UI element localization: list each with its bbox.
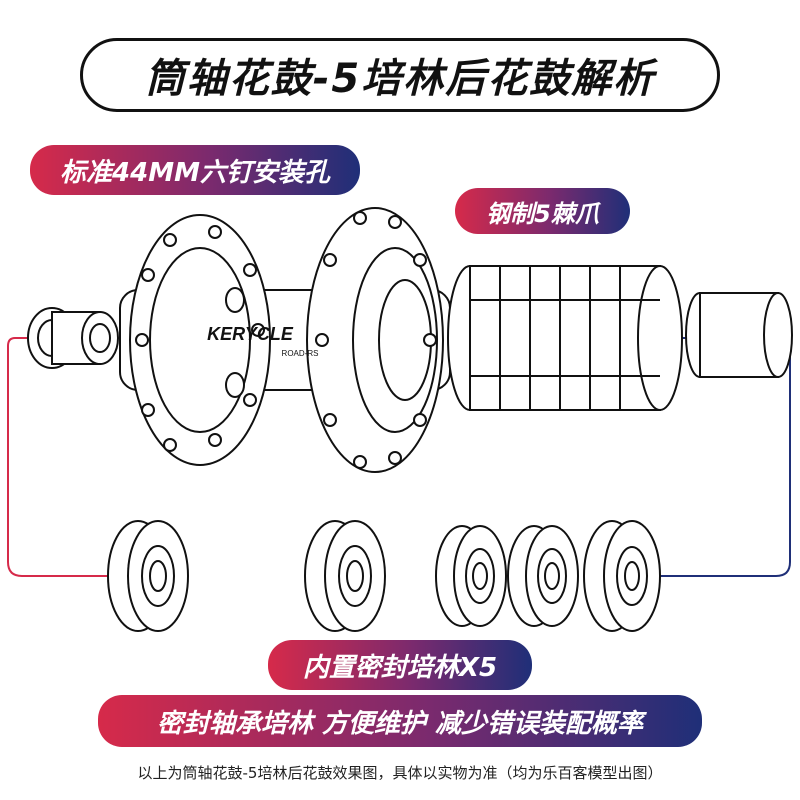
bearing-1 [107, 520, 189, 632]
page-title: 筒轴花鼓-5培林后花鼓解析 [144, 56, 656, 102]
footer-note: 以上为筒轴花鼓-5培林后花鼓效果图，具体以实物为准（均为乐百客模型出图） [137, 764, 663, 782]
steel-pawls-label: 钢制5棘爪 [455, 188, 630, 234]
mount-holes-label: 标准44MM六钉安装孔 [30, 145, 360, 195]
left-end-cap [27, 307, 119, 369]
right-flange [306, 207, 444, 473]
bearings-label: 内置密封培林X5 [268, 640, 532, 690]
hub-logo-model: ROAD-RS [282, 349, 319, 358]
right-end-cap [685, 292, 793, 378]
benefits-text: 密封轴承培林 方便维护 减少错误装配概率 [156, 708, 644, 739]
connector-left [7, 337, 145, 577]
freehub-body [447, 265, 683, 411]
bearings-text: 内置密封培林X5 [302, 652, 498, 683]
mount-holes-text: 标准44MM六钉安装孔 [60, 157, 330, 188]
left-flange [129, 214, 271, 466]
benefits-banner: 密封轴承培林 方便维护 减少错误装配概率 [98, 695, 702, 747]
steel-pawls-text: 钢制5棘爪 [486, 199, 599, 228]
bearing-3 [435, 525, 507, 627]
bearing-5 [583, 520, 661, 632]
hub-logo-brand: KERYCLE [207, 324, 294, 344]
bearing-2 [304, 520, 386, 632]
title-banner: 筒轴花鼓-5培林后花鼓解析 [80, 38, 720, 112]
bearing-4 [507, 525, 579, 627]
